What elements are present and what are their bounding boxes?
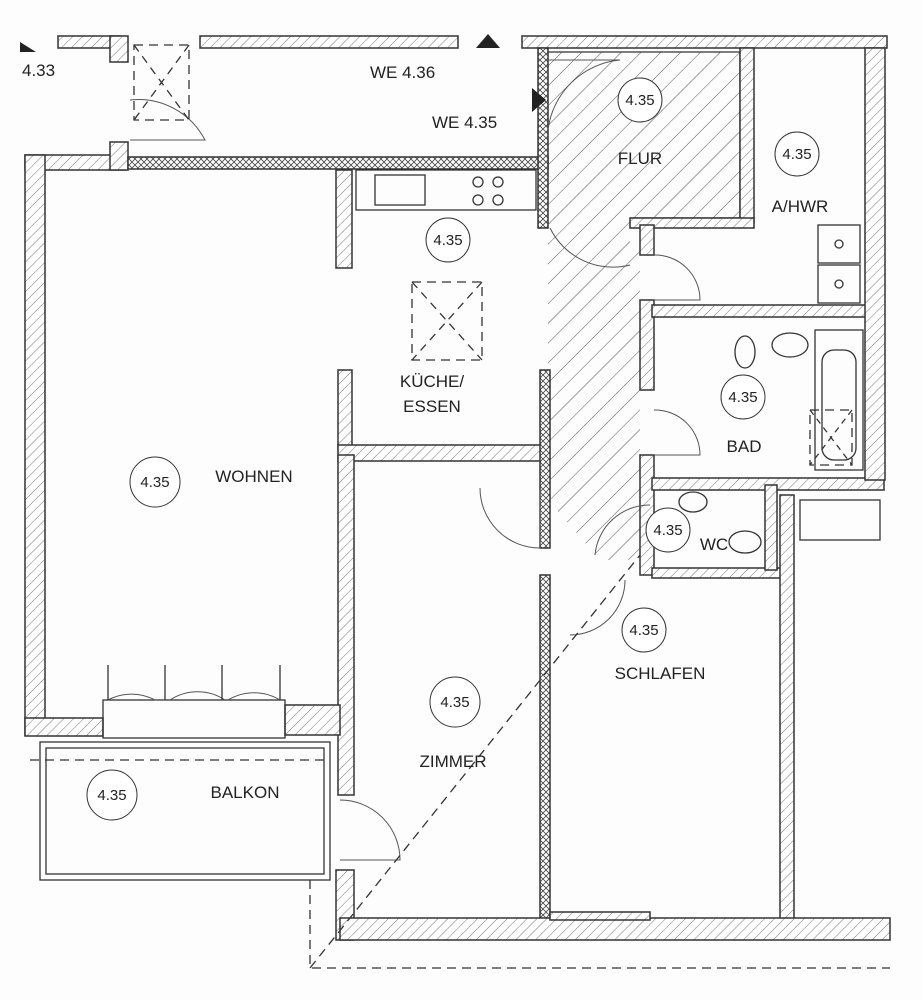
svg-text:BALKON: BALKON bbox=[211, 783, 280, 802]
room-ahwr: 4.35 A/HWR bbox=[772, 131, 829, 216]
room-bad: 4.35 BAD bbox=[720, 374, 766, 456]
svg-text:WOHNEN: WOHNEN bbox=[215, 467, 292, 486]
svg-text:4.35: 4.35 bbox=[433, 232, 462, 249]
svg-text:4.35: 4.35 bbox=[440, 694, 469, 711]
room-zimmer: 4.35 ZIMMER bbox=[419, 676, 487, 771]
bathroom-fixtures bbox=[678, 224, 881, 554]
svg-text:4.35: 4.35 bbox=[140, 474, 169, 491]
shafts bbox=[133, 44, 853, 466]
doors bbox=[129, 59, 701, 861]
svg-text:WC: WC bbox=[700, 535, 728, 554]
svg-text:A/HWR: A/HWR bbox=[772, 197, 829, 216]
room-schlafen: 4.35 SCHLAFEN bbox=[615, 607, 706, 683]
entry-marker-icon bbox=[532, 88, 546, 112]
svg-text:ESSEN: ESSEN bbox=[403, 397, 461, 416]
svg-text:4.35: 4.35 bbox=[782, 146, 811, 163]
walls bbox=[24, 35, 891, 941]
room-balkon: 4.35 BALKON bbox=[86, 769, 280, 821]
unit-label-we-435: WE 4.35 bbox=[432, 113, 497, 132]
room-wohnen: 4.35 WOHNEN bbox=[129, 456, 293, 508]
room-flur: 4.35 FLUR bbox=[617, 77, 663, 168]
entry-marker-icon bbox=[476, 34, 500, 48]
balcony-doors bbox=[102, 665, 286, 739]
diagonal-dashed-line bbox=[309, 554, 641, 969]
neighbor-unit-label: 4.33 bbox=[22, 61, 55, 80]
svg-text:4.35: 4.35 bbox=[629, 622, 658, 639]
svg-text:4.35: 4.35 bbox=[653, 522, 682, 539]
balcony-structure bbox=[30, 741, 331, 881]
svg-text:KÜCHE/: KÜCHE/ bbox=[400, 372, 465, 391]
level-marker-icon bbox=[20, 42, 36, 52]
svg-text:SCHLAFEN: SCHLAFEN bbox=[615, 664, 706, 683]
kitchen-counter bbox=[355, 169, 537, 211]
svg-text:4.35: 4.35 bbox=[625, 92, 654, 109]
room-kueche: 4.35 KÜCHE/ ESSEN bbox=[400, 217, 471, 416]
svg-text:4.35: 4.35 bbox=[97, 787, 126, 804]
svg-text:ZIMMER: ZIMMER bbox=[419, 752, 486, 771]
svg-text:4.35: 4.35 bbox=[728, 389, 757, 406]
svg-text:FLUR: FLUR bbox=[618, 149, 662, 168]
room-wc: 4.35 WC bbox=[645, 507, 728, 554]
unit-label-we-436: WE 4.36 bbox=[370, 63, 435, 82]
svg-text:BAD: BAD bbox=[727, 437, 762, 456]
